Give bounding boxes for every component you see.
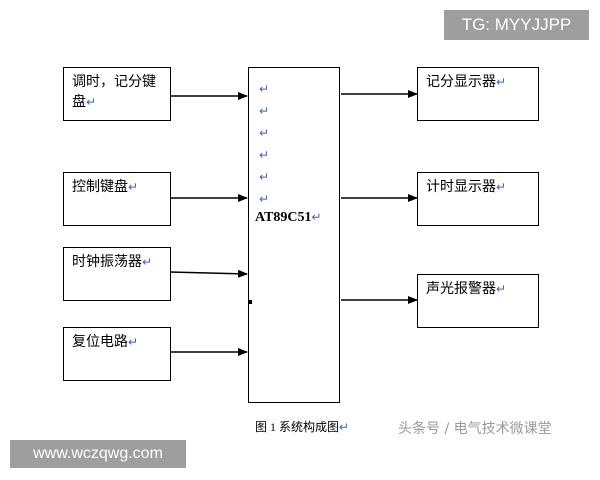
arrow-input-3 xyxy=(169,269,248,278)
input-box-control-keyboard: 控制键盘↵ xyxy=(63,172,171,226)
paragraph-marks: ↵ ↵ ↵ ↵ ↵ ↵ xyxy=(259,78,269,210)
mcu-name: AT89C51 xyxy=(255,210,312,225)
return-mark: ↵ xyxy=(496,282,507,296)
return-mark: ↵ xyxy=(339,420,350,434)
return-mark: ↵ xyxy=(128,335,139,349)
return-mark: ↵ xyxy=(259,170,270,184)
return-mark: ↵ xyxy=(496,75,507,89)
return-mark: ↵ xyxy=(259,192,270,206)
output-label: 声光报警器 xyxy=(426,281,496,297)
input-box-keyboard-time-score: 调时，记分键盘↵ xyxy=(63,67,171,121)
input-box-clock-oscillator: 时钟振荡器↵ xyxy=(63,247,171,301)
mcu-block: ↵ ↵ ↵ ↵ ↵ ↵ AT89C51↵ xyxy=(248,67,340,403)
site-watermark: www.wczqwg.com xyxy=(10,440,186,468)
caption-text: 图 1 系统构成图 xyxy=(255,420,340,434)
input-label: 控制键盘 xyxy=(72,179,128,195)
return-mark: ↵ xyxy=(128,180,139,194)
return-mark: ↵ xyxy=(259,126,270,140)
return-mark: ↵ xyxy=(86,95,97,109)
return-mark: ↵ xyxy=(496,180,507,194)
output-box-score-display: 记分显示器↵ xyxy=(417,67,539,121)
input-label: 复位电路 xyxy=(72,334,128,350)
mcu-label: AT89C51↵ xyxy=(255,210,322,226)
figure-caption: 图 1 系统构成图↵ xyxy=(255,418,349,435)
output-label: 记分显示器 xyxy=(426,74,496,90)
return-mark: ↵ xyxy=(311,210,322,224)
return-mark: ↵ xyxy=(259,82,270,96)
return-mark: ↵ xyxy=(259,148,270,162)
return-mark: ↵ xyxy=(142,255,153,269)
return-mark: ↵ xyxy=(259,104,270,118)
input-label: 调时，记分键盘 xyxy=(72,74,156,110)
input-box-reset-circuit: 复位电路↵ xyxy=(63,327,171,381)
input-label: 时钟振荡器 xyxy=(72,254,142,270)
output-box-timer-display: 计时显示器↵ xyxy=(417,172,539,226)
source-watermark: 头条号 / 电气技术微课堂 xyxy=(398,421,552,437)
output-box-alarm: 声光报警器↵ xyxy=(417,274,539,328)
output-label: 计时显示器 xyxy=(426,179,496,195)
dot-mark xyxy=(249,300,252,304)
tg-watermark: TG: MYYJJPP xyxy=(444,10,589,40)
